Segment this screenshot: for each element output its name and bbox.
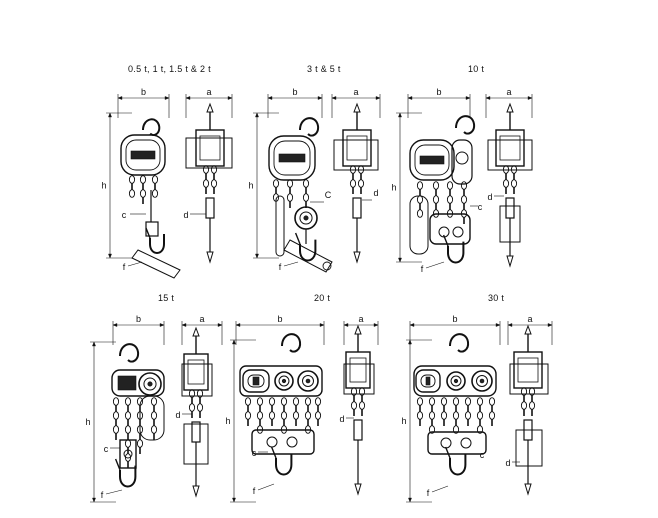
panel-10t: b a h c f d xyxy=(391,87,533,274)
dim-c-p4: c xyxy=(104,444,109,454)
dim-h-p5: h xyxy=(225,416,230,426)
dim-b-p6: b xyxy=(452,314,457,324)
dim-f-p4: f xyxy=(101,490,104,500)
dim-b-p1: b xyxy=(141,87,146,97)
caption-p6: 30 t xyxy=(488,293,505,303)
dim-b-p5: b xyxy=(277,314,282,324)
dim-h-p2: h xyxy=(248,181,253,191)
dim-b-p2: b xyxy=(292,87,297,97)
caption-p3: 10 t xyxy=(468,64,485,74)
dim-f-p3: f xyxy=(421,264,424,274)
caption-p5: 20 t xyxy=(314,293,331,303)
dim-a-p6: a xyxy=(527,314,532,324)
caption-p4: 15 t xyxy=(158,293,175,303)
dim-d-p6: d xyxy=(505,458,510,468)
dim-h-p3: h xyxy=(391,183,396,193)
dim-d-p3: d xyxy=(487,192,492,202)
dim-h-p1: h xyxy=(101,181,106,191)
dim-d-p5: d xyxy=(339,414,344,424)
caption-p1: 0.5 t, 1 t, 1.5 t & 2 t xyxy=(128,64,211,74)
panel-15t: b a h c f d xyxy=(85,314,223,503)
dim-h-p6: h xyxy=(401,416,406,426)
dim-c-p2: C xyxy=(325,190,332,200)
dim-c-p1: c xyxy=(122,210,127,220)
panel-3t-5t: b a hCf d xyxy=(248,87,381,273)
panel-0-5t-2t: b a h c f d xyxy=(101,87,233,279)
panel-20t: b a h c f d xyxy=(225,314,379,503)
dim-c-p3: c xyxy=(478,202,483,212)
panel-30t: b a h c f d xyxy=(401,314,553,503)
dim-f-p5: f xyxy=(253,486,256,496)
dim-a-p1: a xyxy=(206,87,211,97)
dim-a-p2: a xyxy=(353,87,358,97)
dim-c-p5: c xyxy=(252,448,257,458)
dim-d-p2: d xyxy=(373,188,378,198)
dim-a-p3: a xyxy=(506,87,511,97)
dim-c-p6: c xyxy=(480,450,485,460)
dim-b-p4: b xyxy=(136,314,141,324)
dim-a-p4: a xyxy=(199,314,204,324)
dim-f-p1: f xyxy=(123,262,126,272)
dim-b-p3: b xyxy=(436,87,441,97)
caption-p2: 3 t & 5 t xyxy=(307,64,341,74)
dim-h-p4: h xyxy=(85,417,90,427)
dim-a-p5: a xyxy=(358,314,363,324)
dim-f-p6: f xyxy=(427,488,430,498)
dim-f-p2: f xyxy=(279,262,282,272)
dim-d-p1: d xyxy=(183,210,188,220)
dim-d-p4: d xyxy=(175,410,180,420)
